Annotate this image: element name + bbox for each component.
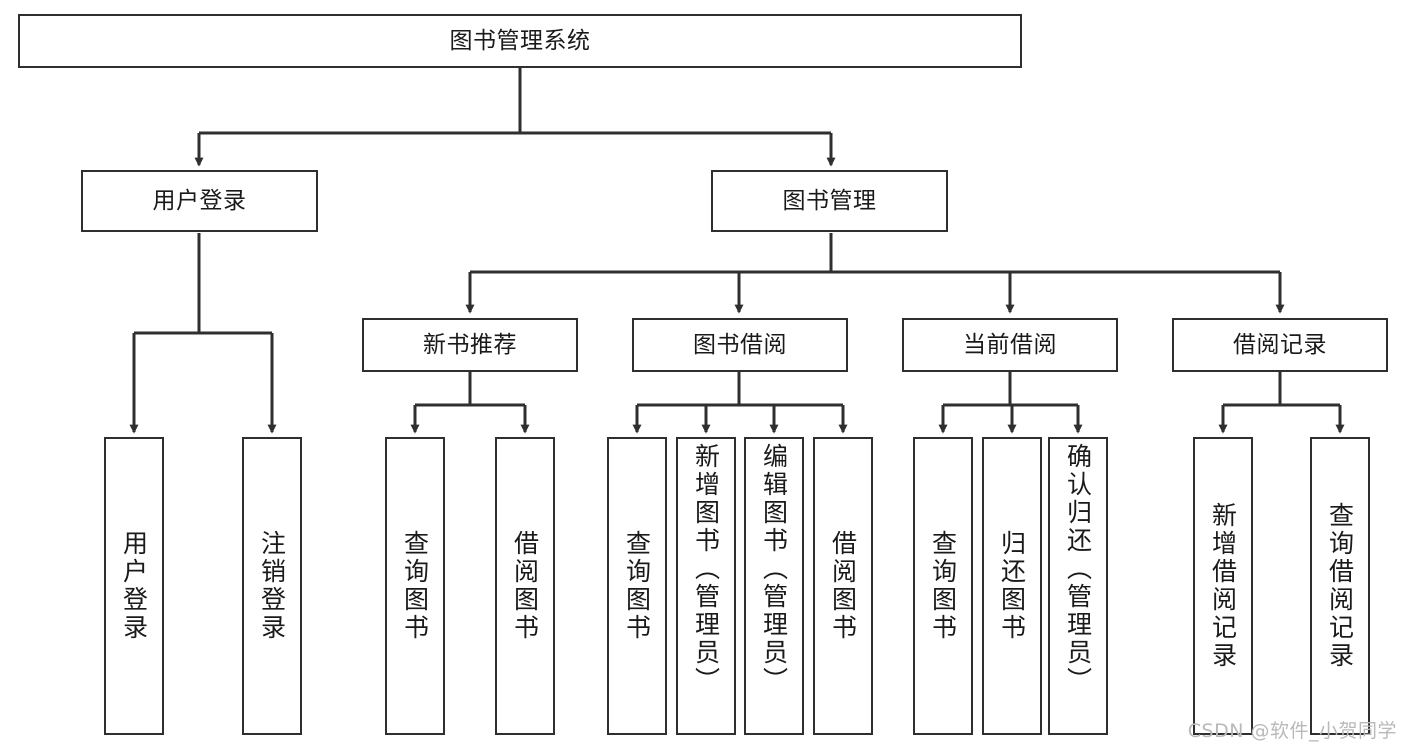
node-borrow-record[interactable]: 借阅记录 <box>1172 318 1388 372</box>
node-label: 查询借阅记录 <box>1325 502 1355 670</box>
node-label: 查询图书 <box>928 530 958 642</box>
node-label: 借阅图书 <box>828 530 858 642</box>
node-label: 归还图书 <box>997 530 1027 642</box>
node-user-login[interactable]: 用户登录 <box>81 170 318 232</box>
node-label: 确认归还（管理员） <box>1063 443 1093 695</box>
leaf-edit-book-admin[interactable]: 编辑图书（管理员） <box>744 437 804 735</box>
node-label: 用户登录 <box>119 530 149 642</box>
node-label: 新增图书（管理员） <box>691 443 721 695</box>
node-label: 当前借阅 <box>963 331 1057 358</box>
node-new-book-recommend[interactable]: 新书推荐 <box>362 318 578 372</box>
leaf-query-book-borrow[interactable]: 查询图书 <box>607 437 667 735</box>
node-label: 查询图书 <box>400 530 430 642</box>
node-label: 查询图书 <box>622 530 652 642</box>
leaf-add-book-admin[interactable]: 新增图书（管理员） <box>676 437 736 735</box>
node-label: 图书借阅 <box>693 331 787 358</box>
watermark-text: CSDN @软件_小贺同学 <box>1187 720 1397 742</box>
node-root-system[interactable]: 图书管理系统 <box>18 14 1022 68</box>
node-label: 图书管理 <box>782 187 877 214</box>
node-label: 借阅记录 <box>1233 331 1327 358</box>
leaf-borrow-book[interactable]: 借阅图书 <box>813 437 873 735</box>
node-label: 新增借阅记录 <box>1208 502 1238 670</box>
node-book-borrow[interactable]: 图书借阅 <box>632 318 848 372</box>
node-book-management[interactable]: 图书管理 <box>711 170 948 232</box>
leaf-query-borrow-record[interactable]: 查询借阅记录 <box>1310 437 1370 735</box>
leaf-logout[interactable]: 注销登录 <box>242 437 302 735</box>
leaf-user-login[interactable]: 用户登录 <box>104 437 164 735</box>
leaf-query-book-recommend[interactable]: 查询图书 <box>385 437 445 735</box>
leaf-query-book-current[interactable]: 查询图书 <box>913 437 973 735</box>
node-current-borrow[interactable]: 当前借阅 <box>902 318 1118 372</box>
leaf-confirm-return-admin[interactable]: 确认归还（管理员） <box>1048 437 1108 735</box>
node-label: 编辑图书（管理员） <box>759 443 789 695</box>
leaf-return-book[interactable]: 归还图书 <box>982 437 1042 735</box>
node-label: 图书管理系统 <box>449 27 591 54</box>
node-label: 注销登录 <box>257 530 287 642</box>
node-label: 借阅图书 <box>510 530 540 642</box>
node-label: 用户登录 <box>152 187 247 214</box>
leaf-borrow-book-recommend[interactable]: 借阅图书 <box>495 437 555 735</box>
leaf-add-borrow-record[interactable]: 新增借阅记录 <box>1193 437 1253 735</box>
node-label: 新书推荐 <box>423 331 517 358</box>
